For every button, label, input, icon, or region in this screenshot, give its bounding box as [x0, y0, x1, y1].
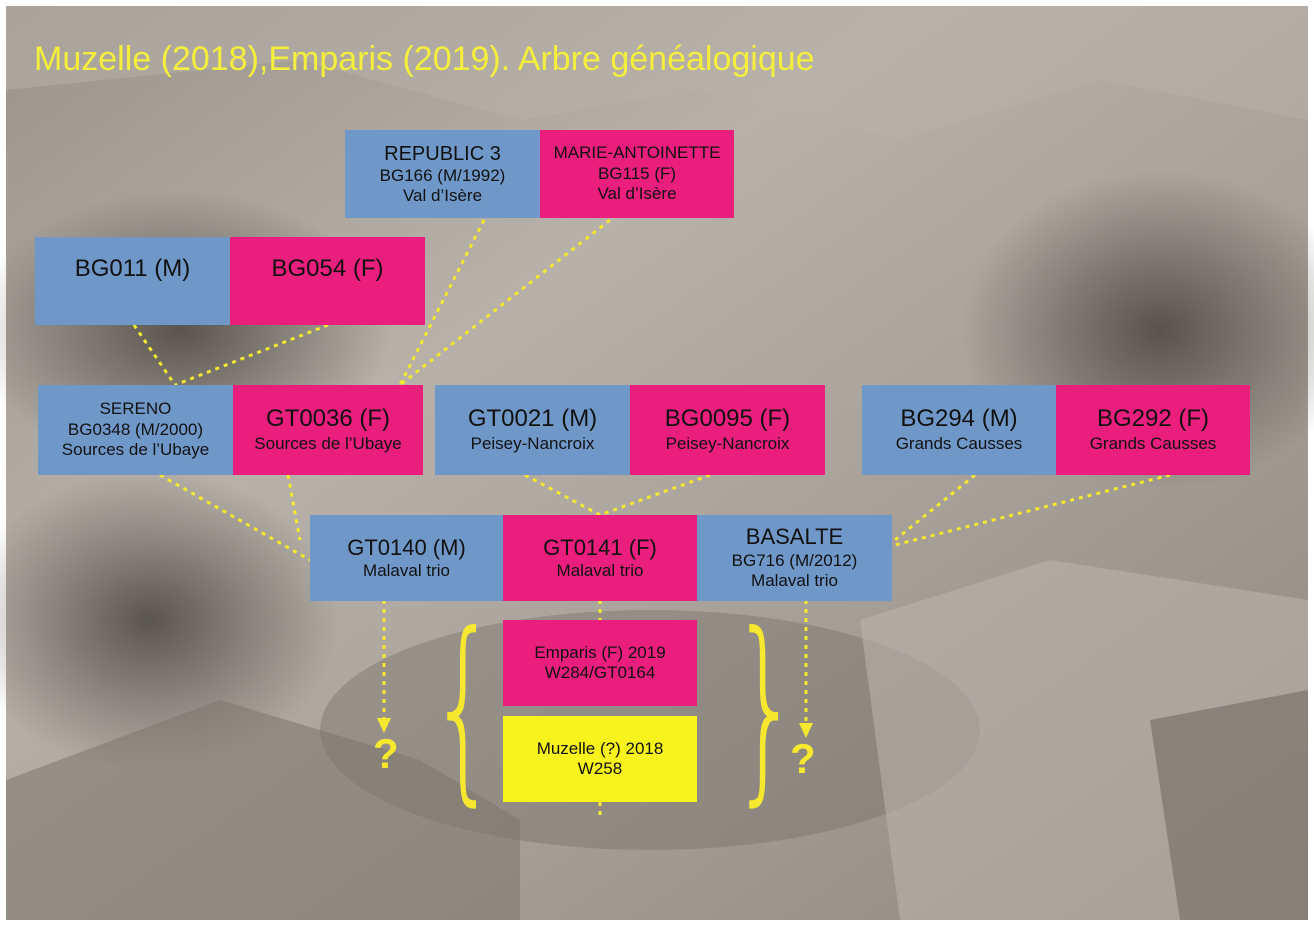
connector-bg011-to-sereno — [132, 324, 177, 386]
box-marie-antoinette: MARIE-ANTOINETTE BG115 (F) Val d’Isère — [540, 130, 734, 218]
box-gt0036: GT0036 (F) Sources de l’Ubaye — [233, 385, 423, 475]
connector-gt0036-to-gt0140 — [286, 474, 302, 541]
box-emparis-name: Emparis (F) 2019 — [534, 642, 666, 662]
right-brace: } — [730, 591, 801, 824]
box-bg292: BG292 (F) Grands Causses — [1056, 385, 1250, 475]
connector-gt0021-to-gt0141 — [524, 473, 601, 517]
question-mark-left: ? — [373, 730, 399, 777]
box-gt0021-origin: Peisey-Nancroix — [470, 434, 595, 454]
connector-sereno-to-gt0140 — [159, 473, 311, 562]
box-sereno: SERENO BG0348 (M/2000) Sources de l’Ubay… — [38, 385, 233, 475]
box-bg054-id: BG054 (F) — [271, 255, 384, 282]
box-muzelle-name: Muzelle (?) 2018 — [536, 738, 664, 758]
box-basalte: BASALTE BG716 (M/2012) Malaval trio — [697, 515, 892, 601]
connector-bg054-to-sereno — [174, 323, 329, 387]
box-bg0095-origin: Peisey-Nancroix — [665, 434, 790, 454]
box-republic-id: BG166 (M/1992) — [379, 165, 506, 185]
arrowhead-left — [377, 718, 391, 733]
box-sereno-origin: Sources de l’Ubaye — [61, 440, 210, 460]
connector-bg0095-to-gt0141 — [599, 473, 711, 517]
box-bg292-id: BG292 (F) — [1096, 405, 1210, 433]
box-gt0036-id: GT0036 (F) — [265, 405, 391, 433]
box-gt0141: GT0141 (F) Malaval trio — [503, 515, 697, 601]
box-emparis: Emparis (F) 2019 W284/GT0164 — [503, 620, 697, 706]
question-mark-right: ? — [790, 735, 816, 782]
connector-bg292-to-basalte — [894, 473, 1171, 547]
box-sereno-id: BG0348 (M/2000) — [67, 419, 204, 439]
box-gt0140: GT0140 (M) Malaval trio — [310, 515, 503, 601]
box-marie-id: BG115 (F) — [597, 163, 677, 183]
connector-bg294-to-basalte — [894, 473, 976, 542]
box-muzelle-id: W258 — [577, 759, 623, 778]
box-gt0021: GT0021 (M) Peisey-Nancroix — [435, 385, 630, 475]
box-gt0140-id: GT0140 (M) — [347, 534, 466, 560]
left-brace: { — [428, 591, 499, 824]
box-gt0141-id: GT0141 (F) — [543, 534, 657, 560]
box-republic-name: REPUBLIC 3 — [384, 142, 501, 165]
box-bg0095-id: BG0095 (F) — [664, 405, 791, 433]
box-bg0095: BG0095 (F) Peisey-Nancroix — [630, 385, 825, 475]
box-bg011-id: BG011 (M) — [74, 255, 191, 282]
arrowhead-right — [799, 723, 813, 738]
box-bg054: BG054 (F) — [230, 237, 425, 325]
box-muzelle: Muzelle (?) 2018 W258 — [503, 716, 697, 802]
box-basalte-origin: Malaval trio — [751, 571, 838, 591]
box-bg011: BG011 (M) — [35, 237, 230, 325]
connector-republic-to-gt0036 — [398, 219, 486, 386]
box-marie-origin: Val d’Isère — [597, 184, 677, 204]
box-emparis-id: W284/GT0164 — [544, 663, 656, 682]
box-republic-3: REPUBLIC 3 BG166 (M/1992) Val d’Isère — [345, 130, 540, 218]
box-basalte-id: BG716 (M/2012) — [731, 550, 858, 570]
slide-title: Muzelle (2018),Emparis (2019). Arbre gén… — [34, 40, 815, 78]
box-bg294-id: BG294 (M) — [900, 405, 1018, 433]
box-sereno-name: SERENO — [99, 399, 172, 419]
box-gt0140-origin: Malaval trio — [363, 561, 450, 580]
box-republic-origin: Val d’Isère — [402, 186, 483, 205]
box-bg292-origin: Grands Causses — [1089, 434, 1217, 454]
box-bg294-origin: Grands Causses — [895, 434, 1023, 454]
box-basalte-name: BASALTE — [745, 524, 844, 550]
box-gt0036-origin: Sources de l’Ubaye — [254, 434, 402, 454]
box-gt0021-id: GT0021 (M) — [467, 405, 598, 433]
box-marie-name: MARIE-ANTOINETTE — [553, 143, 721, 163]
box-bg294: BG294 (M) Grands Causses — [862, 385, 1056, 475]
connector-marie-to-gt0036 — [399, 218, 611, 387]
box-gt0141-origin: Malaval trio — [556, 561, 644, 580]
